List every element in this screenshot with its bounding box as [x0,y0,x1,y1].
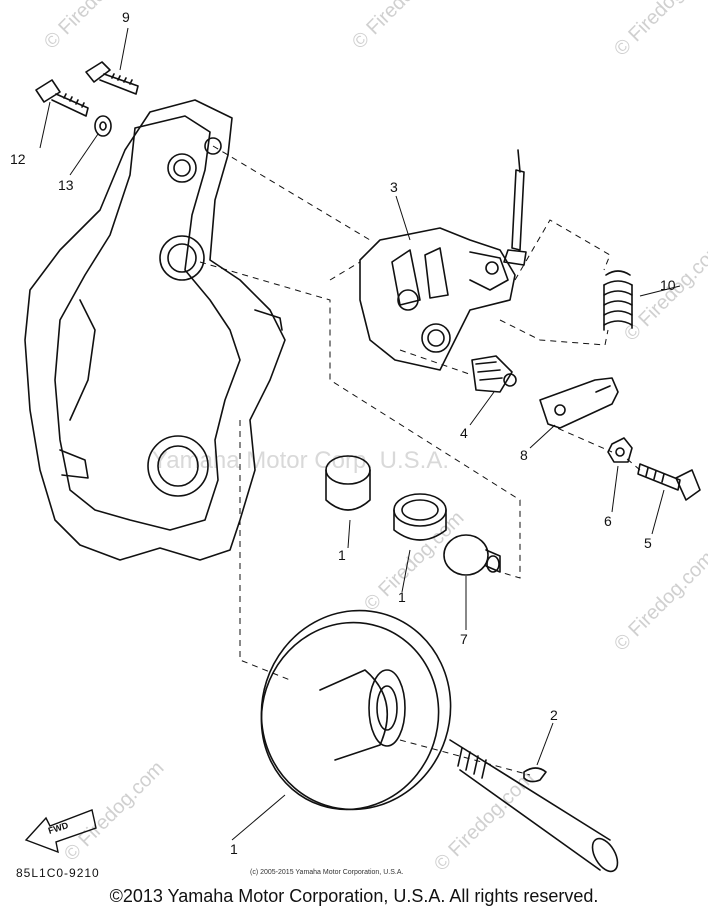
small-copyright: (c) 2005-2015 Yamaha Motor Corporation, … [250,869,404,876]
shaft [449,739,619,873]
engine-case [24,99,286,561]
callout-5: 5 [644,535,652,551]
callout-4: 4 [460,425,468,441]
caliper-3 [359,227,516,371]
bolt-5 [637,463,701,501]
callout-9: 9 [122,9,130,25]
piston-11 [325,455,371,511]
watermark-center: Yamaha Motor Corp. U.S.A. [152,447,449,474]
callout-8: 7 [460,631,468,647]
lever-7 [539,377,619,429]
callout-2: 2 [550,707,558,723]
brake-cable-end [503,149,527,266]
bolt-9 [85,61,139,95]
callout-10: 10 [660,277,676,293]
callout-1-disc: 1 [230,841,238,857]
footer-copyright: ©2013 Yamaha Motor Corporation, U.S.A. A… [109,886,599,906]
key-2 [523,767,547,783]
bolt-12 [35,79,89,117]
adjuster-4 [471,355,517,393]
callout-7: 8 [520,447,528,463]
fwd-arrow [24,809,97,854]
callout-11: 1 [338,547,346,563]
seal-1 [393,493,447,541]
nut-6 [607,437,633,463]
callout-3: 3 [390,179,398,195]
callout-6: 6 [604,513,612,529]
washer-13 [94,115,112,137]
spring-10 [603,270,633,331]
callout-13: 13 [58,177,74,193]
brake-disc-1 [260,609,452,811]
part-code: 85L1C0-9210 [16,866,100,880]
pad-8 [443,534,501,576]
callout-12: 12 [10,151,26,167]
callout-1-seal: 1 [398,589,406,605]
